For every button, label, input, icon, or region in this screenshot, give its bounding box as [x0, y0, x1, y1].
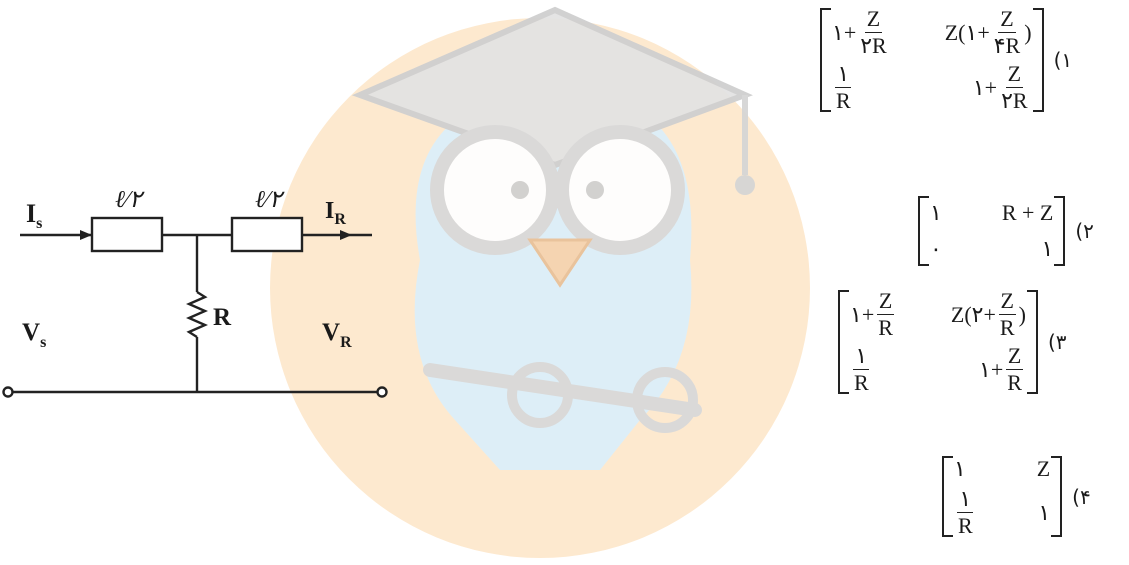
matrix-4-a22: ۱	[1038, 499, 1051, 525]
option-1-number: (۱	[1053, 48, 1073, 72]
option-4-number: (۴	[1072, 484, 1091, 509]
right-series-impedance	[230, 216, 304, 253]
matrix-4-a11: ۱	[954, 456, 966, 481]
left-terminal	[2, 386, 14, 398]
option-2-number: (۲	[1075, 219, 1094, 243]
shunt-resistor	[186, 290, 208, 339]
right-impedance-label: ℓ⁄۲	[255, 187, 285, 213]
matrix-4-a12: Z	[1036, 456, 1051, 481]
t-network-circuit: Is IR Vs VR R ℓ⁄۲ ℓ⁄۲	[2, 187, 388, 398]
abcd-matrix-2: ۱ R + Z ۰ ۱	[918, 196, 1066, 266]
vr-label: VR	[322, 319, 352, 351]
matrix-2-a21: ۰	[930, 236, 942, 261]
matrix-2-a12: R + Z	[1001, 200, 1054, 225]
ir-arrow	[340, 230, 352, 240]
matrix-2-a11: ۱	[930, 200, 942, 225]
is-label: Is	[26, 199, 42, 232]
is-arrow	[80, 230, 92, 240]
matrix-2-a22: ۱	[1041, 236, 1054, 261]
ir-label: IR	[325, 198, 346, 228]
option-2[interactable]: ۱ R + Z ۰ ۱ (۲	[918, 196, 1094, 266]
right-terminal	[376, 386, 388, 398]
owl-icon	[351, 6, 755, 470]
vs-label: Vs	[22, 319, 46, 351]
r-label: R	[213, 304, 232, 331]
option-3-number: (۳	[1047, 330, 1067, 354]
left-series-impedance	[90, 216, 164, 253]
left-impedance-label: ℓ⁄۲	[115, 187, 145, 213]
